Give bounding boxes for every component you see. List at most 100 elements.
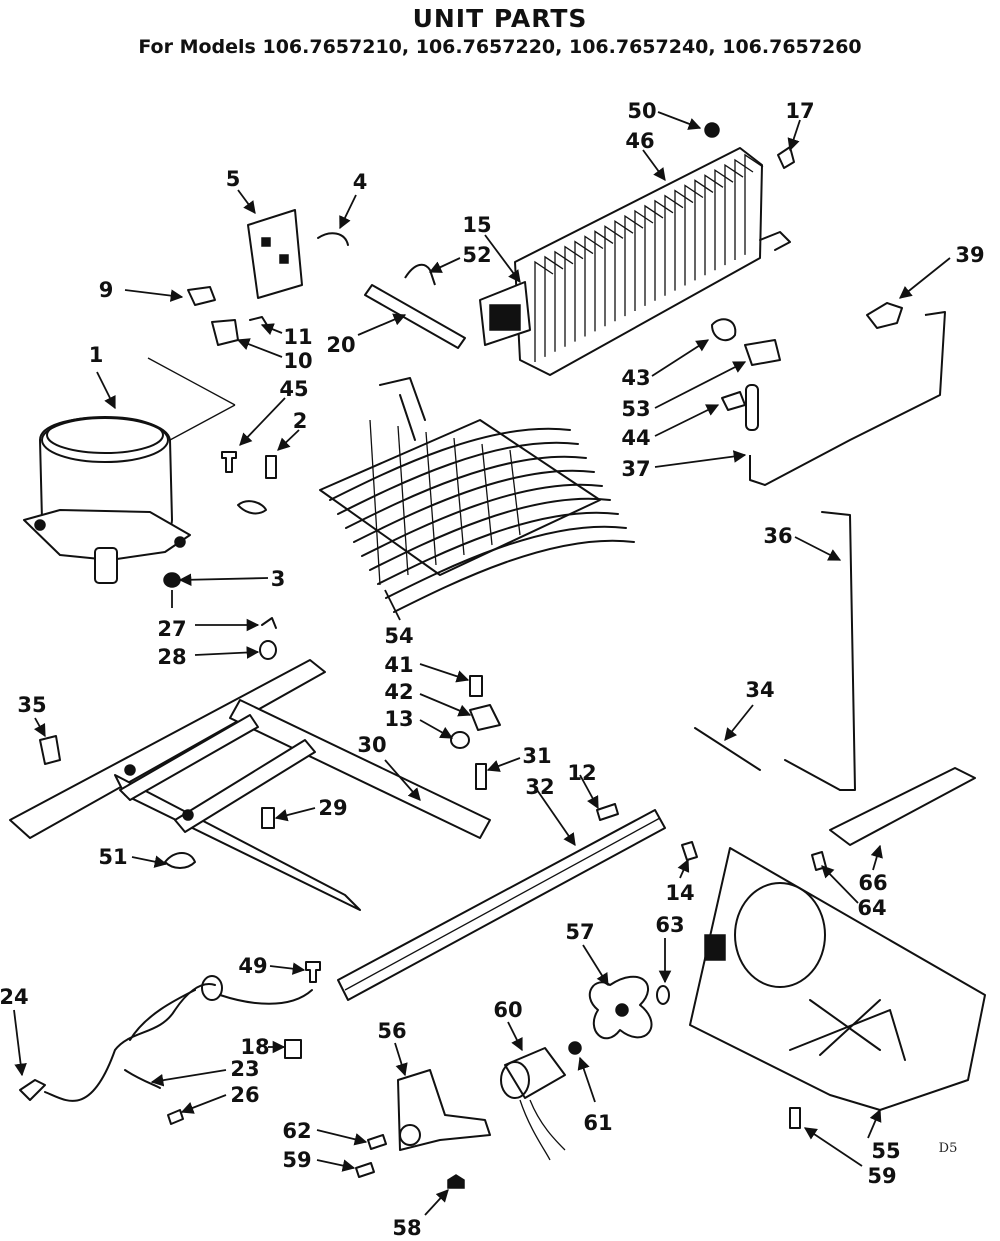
grommet-part-50 xyxy=(704,122,720,138)
clip-part-51 xyxy=(164,852,196,869)
stud-part-35 xyxy=(39,735,61,765)
callout-label: 3 xyxy=(271,567,286,591)
bolt-part-41 xyxy=(469,675,483,697)
grommet-part-13 xyxy=(450,731,470,749)
callout-label: 42 xyxy=(384,680,413,704)
grommet-part xyxy=(163,572,181,588)
screw-part-44 xyxy=(721,391,746,411)
thermistor-part xyxy=(711,318,737,342)
screw-part-59b xyxy=(789,1107,801,1129)
callout-label: 13 xyxy=(384,707,413,731)
callout-label: 37 xyxy=(621,457,650,481)
callout-label: 43 xyxy=(621,366,650,390)
condenser xyxy=(479,147,764,376)
connector-part-18 xyxy=(284,1039,302,1059)
bolt-part-29 xyxy=(261,807,275,829)
callout-label: 52 xyxy=(462,243,491,267)
callout-label: 24 xyxy=(0,985,29,1009)
callout-label: 50 xyxy=(627,99,656,123)
drain-tube-34 xyxy=(694,727,761,771)
drain-tube-36 xyxy=(821,511,856,791)
callout-label: 4 xyxy=(353,170,368,194)
fan-motor xyxy=(500,1047,566,1161)
callout-label: 11 xyxy=(283,325,312,349)
screw-part-26 xyxy=(167,1109,184,1125)
callout-label: 60 xyxy=(493,998,522,1022)
bracket-part xyxy=(404,263,436,286)
nut-part-58 xyxy=(447,1174,465,1189)
evaporator-coil xyxy=(319,377,635,613)
clamp-part-42 xyxy=(469,704,501,731)
screw-part-17 xyxy=(777,146,795,169)
callout-label: 32 xyxy=(525,775,554,799)
callout-label: 57 xyxy=(565,920,594,944)
callout-label: 23 xyxy=(230,1057,259,1081)
callout-label: 31 xyxy=(522,744,551,768)
clip-part xyxy=(317,232,349,246)
callout-label: 20 xyxy=(326,333,355,357)
callout-label: 49 xyxy=(238,954,267,978)
spring-clip-part xyxy=(249,316,268,326)
callout-label: 27 xyxy=(157,617,186,641)
clip-part-45 xyxy=(744,339,781,366)
callout-label: 46 xyxy=(625,129,654,153)
fan-blade xyxy=(588,975,653,1040)
screw-part-2 xyxy=(265,455,277,479)
drawing-code: D5 xyxy=(939,1141,958,1156)
callout-label: 5 xyxy=(226,167,241,191)
bracket-part-right xyxy=(759,231,791,251)
diagram-title: UNIT PARTS xyxy=(412,4,588,33)
callout-label: 66 xyxy=(858,871,887,895)
callout-label: 62 xyxy=(282,1119,311,1143)
callout-label: 2 xyxy=(293,409,308,433)
screw-part xyxy=(221,451,237,473)
callout-label: 9 xyxy=(99,278,114,302)
bolt-part-14 xyxy=(681,841,698,861)
relay-cover xyxy=(247,209,303,299)
callout-label: 58 xyxy=(392,1216,421,1240)
callout-label: 36 xyxy=(763,524,792,548)
callout-label: 1 xyxy=(89,343,104,367)
motor-bracket xyxy=(397,1069,491,1151)
compressor xyxy=(23,357,236,584)
drier-tube xyxy=(364,284,466,349)
screw-part-49 xyxy=(305,961,321,983)
power-cord xyxy=(19,975,313,1102)
callout-label: 35 xyxy=(17,693,46,717)
callout-label: 28 xyxy=(157,645,186,669)
callout-label: 64 xyxy=(857,896,886,920)
callout-label: 14 xyxy=(665,881,694,905)
screw-part-59 xyxy=(355,1162,375,1178)
callout-label: 55 xyxy=(871,1139,900,1163)
screw-part-62 xyxy=(367,1134,387,1150)
callout-label: 63 xyxy=(655,913,684,937)
bolt-part-31 xyxy=(475,763,487,790)
relay-part xyxy=(211,319,239,346)
callout-label: 41 xyxy=(384,653,413,677)
drain-tube-34b xyxy=(784,759,841,791)
grommet-part-63 xyxy=(656,985,670,1005)
callout-label: 53 xyxy=(621,397,650,421)
callout-label: 39 xyxy=(955,243,984,267)
callout-label: 51 xyxy=(98,845,127,869)
callout-label: 30 xyxy=(357,733,386,757)
callout-label: 18 xyxy=(240,1035,269,1059)
bracket-part-66 xyxy=(829,767,976,846)
callout-label: 34 xyxy=(745,678,774,702)
callout-label: 45 xyxy=(279,377,308,401)
callout-label: 17 xyxy=(785,99,814,123)
callout-label: 59 xyxy=(282,1148,311,1172)
callout-label: 59 xyxy=(867,1164,896,1188)
grommet-part-28 xyxy=(259,640,277,660)
clamp-part xyxy=(187,286,216,306)
clip-part-27 xyxy=(261,617,277,629)
rail-part xyxy=(337,809,666,1001)
callout-label: 56 xyxy=(377,1019,406,1043)
fan-housing xyxy=(689,847,986,1111)
diagram-subtitle: For Models 106.7657210, 106.7657220, 106… xyxy=(138,36,862,58)
callout-label: 10 xyxy=(283,349,312,373)
wire-clip-part xyxy=(237,500,267,515)
callout-label: 44 xyxy=(621,426,650,450)
